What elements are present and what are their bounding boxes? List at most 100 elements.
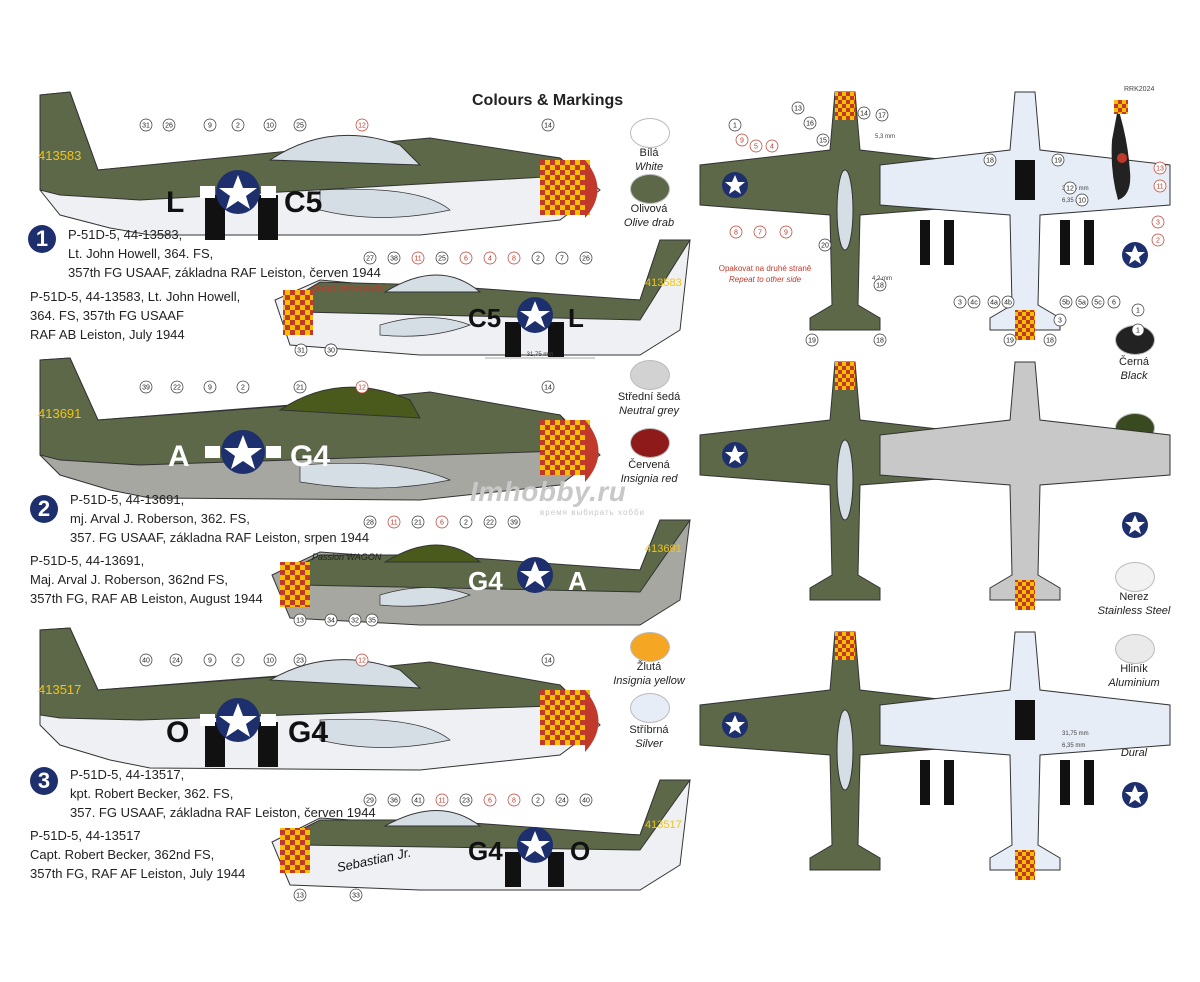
plan-top-6: 9 bbox=[784, 230, 788, 237]
callout-bottom-1-5-circle bbox=[483, 251, 497, 265]
plan-bottom-14-circle bbox=[1107, 295, 1121, 309]
code-1-left-b: L bbox=[568, 303, 584, 333]
caption-3-en: P-51D-5, 44-13517 Capt. Robert Becker, 3… bbox=[30, 828, 246, 881]
plan-top-8: 16 bbox=[806, 121, 814, 128]
callout-bottom-3-1: 36 bbox=[390, 798, 398, 805]
dim-plan-6: 6,35 mm bbox=[1062, 743, 1085, 749]
plan-top-0-circle bbox=[728, 118, 742, 132]
callout-bottom-3-7-circle bbox=[531, 793, 545, 807]
callout-bottom-2-5: 22 bbox=[486, 520, 494, 527]
plan-top-2: 5 bbox=[754, 144, 758, 151]
callout-bottom-1-0-circle bbox=[363, 251, 377, 265]
callout-top-3-1: 24 bbox=[172, 658, 180, 665]
plan-top-3: 4 bbox=[770, 144, 774, 151]
callout-bottom-3-2: 41 bbox=[414, 798, 422, 805]
plan-top-12-circle bbox=[818, 238, 832, 252]
callout-bottom-2-10: 35 bbox=[368, 618, 376, 625]
repeat-note: Opakovat na druhé straně Repeat to other… bbox=[718, 264, 812, 284]
plan-bottom-19-circle bbox=[1153, 161, 1167, 175]
callout-bottom-2-9-circle bbox=[348, 613, 362, 627]
plan-bottom-17: 19 bbox=[1006, 338, 1014, 345]
code-3-left-b: O bbox=[570, 836, 590, 866]
callout-bottom-3-8: 24 bbox=[558, 798, 566, 805]
callout-top-2-5-circle bbox=[355, 380, 369, 394]
plan-bottom-20: 11 bbox=[1156, 184, 1163, 191]
callout-bottom-2-3-circle bbox=[435, 515, 449, 529]
swatch-stainless-steel bbox=[1115, 562, 1155, 592]
callout-top-3-4: 10 bbox=[266, 658, 274, 665]
dim-plan-2: 6,35 mm bbox=[1062, 198, 1085, 204]
dim-plan-5: 31,75 mm bbox=[1062, 731, 1089, 737]
serial-3-top: 413517 bbox=[38, 682, 81, 697]
callout-top-2-3: 2 bbox=[241, 385, 245, 392]
plan-bottom-17-circle bbox=[1003, 333, 1017, 347]
callout-bottom-3-0-circle bbox=[363, 793, 377, 807]
callout-bottom-2-7: 13 bbox=[296, 618, 304, 625]
watermark: Imhobby.ru время выбирать хобби bbox=[470, 476, 646, 517]
plan-bottom-3-circle bbox=[1075, 193, 1089, 207]
code-3-right-b: G4 bbox=[468, 836, 503, 866]
callout-bottom-2-4: 2 bbox=[464, 520, 468, 527]
callout-top-1-3: 2 bbox=[236, 123, 240, 130]
code-2-right: G4 bbox=[290, 440, 330, 473]
callout-bottom-1-1: 38 bbox=[390, 256, 398, 263]
plan-bottom-14: 6 bbox=[1112, 300, 1116, 307]
callout-bottom-3-10-circle bbox=[293, 888, 307, 902]
code-2-left-b: A bbox=[568, 566, 587, 596]
callout-top-3-1-circle bbox=[169, 653, 183, 667]
serial-3-bottom: 413517 bbox=[645, 819, 682, 831]
serial-2-top: 413691 bbox=[38, 406, 81, 421]
callout-bottom-3-11: 33 bbox=[352, 893, 360, 900]
plan-top-1: 9 bbox=[740, 138, 744, 145]
plan-bottom-15: 1 bbox=[1136, 328, 1140, 335]
plan-top-7-circle bbox=[791, 101, 805, 115]
plan-bottom-2: 12 bbox=[1066, 186, 1074, 193]
serial-2-bottom: 413691 bbox=[645, 543, 682, 555]
callout-top-3-3-circle bbox=[231, 653, 245, 667]
callout-bottom-3-3-circle bbox=[435, 793, 449, 807]
callout-bottom-3-5: 6 bbox=[488, 798, 492, 805]
callout-bottom-3-11-circle bbox=[349, 888, 363, 902]
callout-top-1-0-circle bbox=[139, 118, 153, 132]
callout-bottom-1-2: 11 bbox=[414, 256, 421, 263]
plan-row-2 bbox=[699, 361, 1171, 610]
plan-top-10: 14 bbox=[860, 111, 868, 118]
swatch-aluminium bbox=[1115, 634, 1155, 664]
callout-bottom-1-8: 7 bbox=[560, 256, 564, 263]
plan-bottom-10: 4b bbox=[1004, 300, 1012, 307]
callout-bottom-1-5: 4 bbox=[488, 256, 492, 263]
plan-bottom-1: 19 bbox=[1054, 158, 1062, 165]
callout-bottom-3-4-circle bbox=[459, 793, 473, 807]
dim-plan-4: 5,3 mm bbox=[875, 134, 895, 140]
callout-top-2-2: 9 bbox=[208, 385, 212, 392]
profile-2-right bbox=[271, 519, 691, 626]
serial-1-top: 413583 bbox=[38, 148, 81, 163]
swatch-silver bbox=[630, 693, 670, 723]
plan-bottom-20-circle bbox=[1153, 179, 1167, 193]
code-2-right-b: G4 bbox=[468, 566, 503, 596]
plan-bottom-12-circle bbox=[1075, 295, 1089, 309]
swatch-white bbox=[630, 118, 670, 148]
plan-bottom-3: 10 bbox=[1078, 198, 1086, 205]
plan-top-12: 20 bbox=[821, 243, 829, 250]
callout-bottom-2-0-circle bbox=[363, 515, 377, 529]
callout-bottom-3-10: 13 bbox=[296, 893, 304, 900]
plan-row-1 bbox=[699, 91, 1171, 340]
callout-bottom-2-2: 21 bbox=[414, 520, 422, 527]
callout-bottom-1-7: 2 bbox=[536, 256, 540, 263]
callout-top-1-5-circle bbox=[293, 118, 307, 132]
callout-top-1-6-circle bbox=[355, 118, 369, 132]
plan-bottom-9: 4a bbox=[990, 300, 998, 307]
plan-bottom-1-circle bbox=[1051, 153, 1065, 167]
plan-bottom-12: 5a bbox=[1078, 300, 1086, 307]
callout-bottom-2-3: 6 bbox=[440, 520, 444, 527]
profile-3-left bbox=[39, 627, 601, 771]
plan-bottom-5: 2 bbox=[1156, 238, 1160, 245]
plan-bottom-8: 4c bbox=[970, 300, 978, 307]
